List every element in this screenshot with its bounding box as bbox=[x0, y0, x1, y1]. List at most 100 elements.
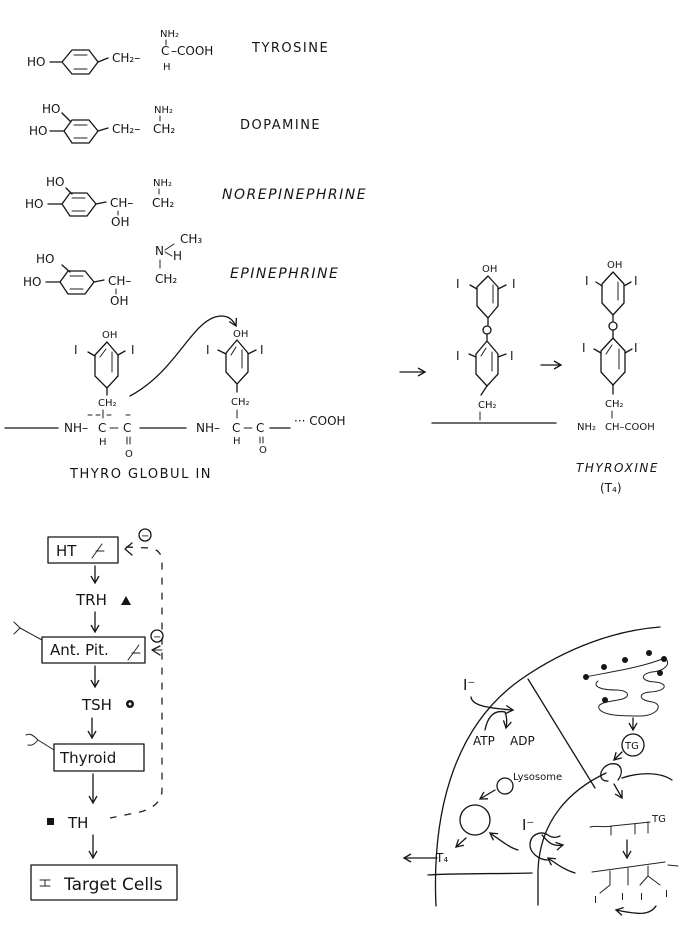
receptor-glyph-pit bbox=[13, 621, 43, 641]
tg-res1-iodine-right: I bbox=[131, 343, 135, 357]
dopamine-ch2: CH₂– bbox=[112, 122, 140, 136]
t4-iodine-1: I bbox=[585, 274, 589, 288]
tg-res1-iodine-left: I bbox=[74, 343, 78, 357]
receptor-glyph-thyroid bbox=[25, 733, 55, 751]
iodine-1: I bbox=[594, 895, 597, 906]
coupled-ch2: CH₂ bbox=[478, 400, 497, 411]
t4-iodine-3: I bbox=[582, 341, 586, 355]
norepinephrine-nh2: NH₂ bbox=[153, 178, 172, 189]
coupling-curved-arrow bbox=[614, 905, 657, 916]
ribosome-dot bbox=[646, 650, 652, 656]
epinephrine-nh-h: H bbox=[173, 249, 182, 263]
t4-ch2: CH₂ bbox=[605, 399, 624, 410]
trh-triangle-icon bbox=[121, 596, 131, 605]
thyroglobulin-structure: OH I I CH₂ OH I I CH₂ NH– C H C bbox=[4, 315, 346, 482]
feedback-arrowhead-ht bbox=[124, 542, 133, 556]
tg-res2-o: O bbox=[259, 445, 267, 456]
hypothalamus-box bbox=[47, 536, 119, 564]
receptor-glyph-target bbox=[39, 879, 51, 887]
tg-res1-alpha-c: C bbox=[98, 421, 106, 435]
norepinephrine-benzene-ring bbox=[61, 192, 97, 217]
rough-er-squiggle bbox=[584, 657, 669, 717]
iodine-2: I bbox=[621, 892, 624, 903]
lysosome-fusion-arrow bbox=[478, 789, 496, 800]
adp-label: ADP bbox=[510, 734, 535, 748]
tg-vesicle-label: TG bbox=[624, 741, 639, 752]
th-square-icon bbox=[47, 818, 54, 825]
thyroxine-label: THYROXINE bbox=[576, 461, 659, 475]
norepinephrine-oh: OH bbox=[111, 215, 129, 229]
ribosome-dot bbox=[622, 657, 628, 663]
norepinephrine-ch2: CH₂ bbox=[152, 196, 174, 210]
tg-chain-label: TG bbox=[651, 814, 666, 825]
atp-hydrolysis-arrow bbox=[484, 710, 512, 731]
t4-release-arrow bbox=[455, 837, 467, 848]
anterior-pituitary-box bbox=[41, 636, 146, 664]
dopamine-structure: HO HO CH₂– NH₂ CH₂ DOPAMINE bbox=[29, 102, 321, 144]
tyrosine-ho: HO bbox=[27, 55, 45, 69]
hypothalamus-label: HT bbox=[56, 542, 77, 560]
phagolysosome bbox=[459, 804, 491, 836]
coupled-oh: OH bbox=[482, 264, 497, 275]
follicular-cell-diagram: I⁻ ATP ADP Lysosome T₄ I⁻ TG bbox=[402, 626, 679, 916]
dopamine-label: DOPAMINE bbox=[240, 118, 321, 133]
coupled-ring-inner bbox=[475, 340, 499, 387]
tyrosine-structure: HO CH₂– NH₂ C –COOH H TYROSINE bbox=[27, 29, 328, 75]
apical-membrane bbox=[537, 772, 607, 906]
tg-res2-ch2: CH₂ bbox=[231, 397, 250, 408]
iodide-uptake-arrow bbox=[470, 696, 515, 715]
epinephrine-oh: OH bbox=[110, 294, 128, 308]
epinephrine-ho-top: HO bbox=[36, 252, 54, 266]
epinephrine-structure: HO HO CH– OH N H CH₃ CH₂ EPINEPHRINE bbox=[23, 232, 339, 308]
th-label: TH bbox=[67, 814, 88, 832]
receptor-glyph-pit-inner bbox=[127, 644, 141, 661]
t4-ring-outer bbox=[601, 271, 625, 316]
iodide-efflux-arrow bbox=[541, 834, 565, 851]
tg-terminal-cooh: ··· COOH bbox=[294, 414, 346, 428]
inhibition-minus-pit: − bbox=[153, 632, 161, 643]
tyrosine-side-chains bbox=[599, 865, 661, 894]
tg-res1-h: H bbox=[99, 437, 107, 448]
inhibition-sign-ht bbox=[138, 528, 152, 542]
t4-nh2: NH₂ bbox=[577, 422, 596, 433]
t4-ether-oxygen bbox=[608, 321, 618, 331]
tg-res2-nh: NH– bbox=[196, 421, 220, 435]
colloid-uptake-arrow bbox=[546, 857, 576, 874]
ribosome-dot bbox=[657, 670, 663, 676]
coupled-ether-oxygen bbox=[482, 325, 492, 335]
epinephrine-benzene-ring bbox=[59, 270, 95, 295]
tyrosine-benzene-ring bbox=[61, 49, 99, 75]
t4-label: T₄ bbox=[435, 851, 448, 865]
dopamine-nh2: NH₂ bbox=[154, 105, 173, 116]
t4-ring-inner bbox=[600, 337, 626, 386]
lysosome bbox=[496, 777, 514, 795]
iodide-inner-label: I⁻ bbox=[522, 816, 534, 834]
endocytosis-arrow bbox=[488, 832, 519, 851]
thyroid-label: Thyroid bbox=[59, 749, 116, 767]
vesicle-to-membrane-arrow bbox=[613, 751, 623, 761]
tg-res2-iodine-right: I bbox=[260, 343, 264, 357]
dopamine-benzene-ring bbox=[63, 119, 99, 144]
ribosome-dot bbox=[601, 664, 607, 670]
coupled-iodine-1: I bbox=[456, 277, 460, 291]
tg-res1-ring bbox=[94, 341, 119, 389]
epinephrine-ch2: CH₂ bbox=[155, 272, 177, 286]
ribosome-dot bbox=[583, 674, 589, 680]
target-cells-box bbox=[30, 864, 178, 901]
iodine-4: I bbox=[665, 889, 668, 900]
tg-res2-oh: OH bbox=[233, 329, 248, 340]
negative-feedback-loop bbox=[109, 546, 163, 819]
thyroxine-structure: OH I I O I I CH₂ NH₂ CH–COOH THYROXINE (… bbox=[576, 260, 659, 495]
exocytosis-arrow bbox=[613, 783, 623, 800]
epinephrine-label: EPINEPHRINE bbox=[230, 266, 339, 282]
apical-membrane-right bbox=[621, 773, 673, 781]
basolateral-membrane bbox=[434, 626, 661, 907]
thyroxine-abbrev: (T₄) bbox=[600, 481, 622, 495]
tg-res1-oh: OH bbox=[102, 330, 117, 341]
tg-res2-ring bbox=[225, 339, 249, 385]
coupled-iodotyrosine-structure: OH I I O I I CH₂ bbox=[431, 264, 557, 424]
coupled-iodine-2: I bbox=[512, 277, 516, 291]
coupled-iodine-3: I bbox=[456, 349, 460, 363]
epinephrine-n: N bbox=[155, 244, 164, 258]
